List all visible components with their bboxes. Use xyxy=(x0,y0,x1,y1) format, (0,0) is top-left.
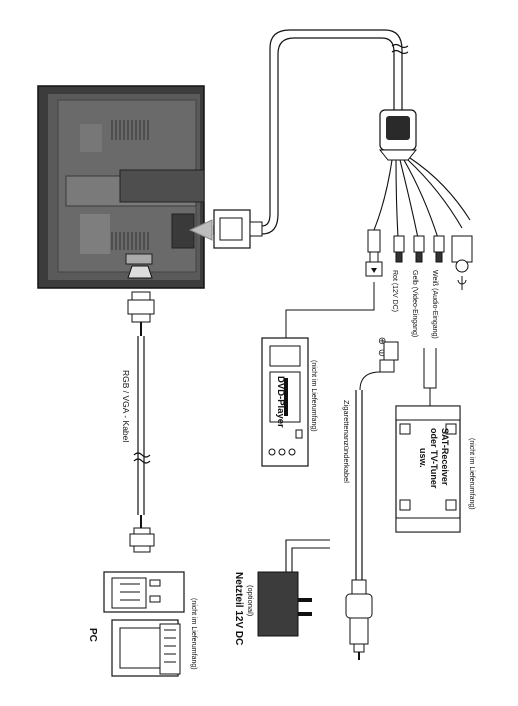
monitor-back-icon xyxy=(37,85,205,289)
dvd-player-label: DVD-Player xyxy=(275,376,286,428)
label-weiss: Weiß (Audio-Eingang) xyxy=(431,270,438,339)
plus-minus-symbols: ⊕ ⊖ xyxy=(378,336,386,359)
rca-plug-extra xyxy=(433,235,445,263)
dvd-player-icon xyxy=(261,337,309,467)
cable-splitter xyxy=(378,109,418,161)
pc-label: PC xyxy=(87,628,98,642)
power-supply-icon xyxy=(257,539,330,637)
sat-note: (nicht im Lieferumfang) xyxy=(468,438,475,510)
rgb-vga-cable xyxy=(133,336,151,515)
zigarette-cable xyxy=(355,390,363,580)
dvd-note: (nicht im Lieferumfang) xyxy=(310,360,317,432)
desktop-pc-icon xyxy=(103,571,185,677)
vga-plug-pc-end xyxy=(129,515,155,553)
dc-12v-plug xyxy=(365,229,383,277)
rca-plug-gelb xyxy=(393,235,405,263)
power-plug-icon xyxy=(213,209,263,249)
rca-plug-weiss xyxy=(413,235,425,263)
netzteil-label: Netzteil 12V DC xyxy=(233,572,244,645)
label-rot: Rot (12V DC) xyxy=(391,270,398,312)
main-power-av-cable xyxy=(261,29,409,235)
label-gelb: Gelb (Video-Eingang) xyxy=(411,270,418,337)
connection-lines xyxy=(285,282,437,408)
zigarette-label: Zigarettenanzünderkabel xyxy=(342,400,351,483)
pc-note: (nicht im Lieferumfang) xyxy=(190,598,197,670)
dc-jack-plug xyxy=(359,341,399,391)
car-lighter-plug-icon xyxy=(345,579,373,660)
netzteil-note: (optional) xyxy=(246,585,255,617)
plus-sign: ⊕ xyxy=(378,336,386,347)
sat-label-line1: SAT-Receiver xyxy=(440,428,450,486)
sat-receiver-icon xyxy=(395,405,461,533)
sat-label-line3: usw. xyxy=(418,448,428,468)
sat-label-line2: oder TV-Tuner xyxy=(429,428,439,489)
vga-plug-icon xyxy=(127,265,155,336)
minus-sign: ⊖ xyxy=(378,348,386,359)
av-round-plug xyxy=(451,235,473,290)
rgb-cable-label: RGB / VGA - Kabel xyxy=(121,370,131,442)
splitter-branches xyxy=(373,157,471,239)
